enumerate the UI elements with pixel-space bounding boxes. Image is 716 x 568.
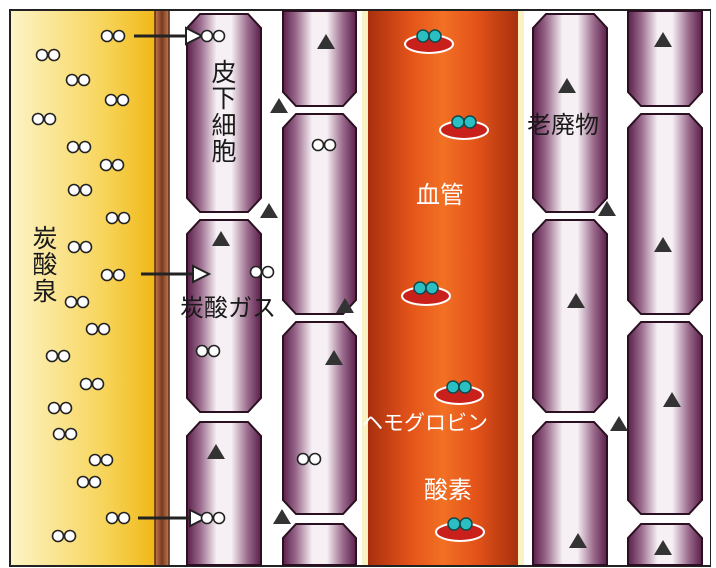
tissue-cell [627,10,703,107]
tissue-cell [532,13,608,213]
tissue-cell [532,219,608,413]
subcutaneous-cell [282,113,357,315]
oxygen-label: 酸素 [424,476,472,504]
skin-layer [155,11,169,565]
tissue-cell [627,113,703,315]
hemoglobin-label: ヘモグロビン [362,411,488,435]
subcutaneous-cell [282,321,357,515]
tissue-cell [532,421,608,566]
tissue-cell [627,321,703,515]
subcutaneous-cell [282,10,357,107]
carbon-dioxide-label: 炭酸ガス [180,294,276,322]
carbonated-bath-region [11,11,155,565]
subcutaneous-cell [186,421,262,566]
carbonated-spring-label: 炭酸泉 [32,224,58,306]
blood-vessel [362,11,524,565]
subcutaneous-cell [186,13,262,213]
subcutaneous-cells-label: 皮下細胞 [211,58,237,166]
subcutaneous-cell [282,523,357,566]
waste-products-label: 老廃物 [527,111,599,139]
subcutaneous-cell [186,219,262,413]
blood-vessel-label: 血管 [416,181,464,209]
